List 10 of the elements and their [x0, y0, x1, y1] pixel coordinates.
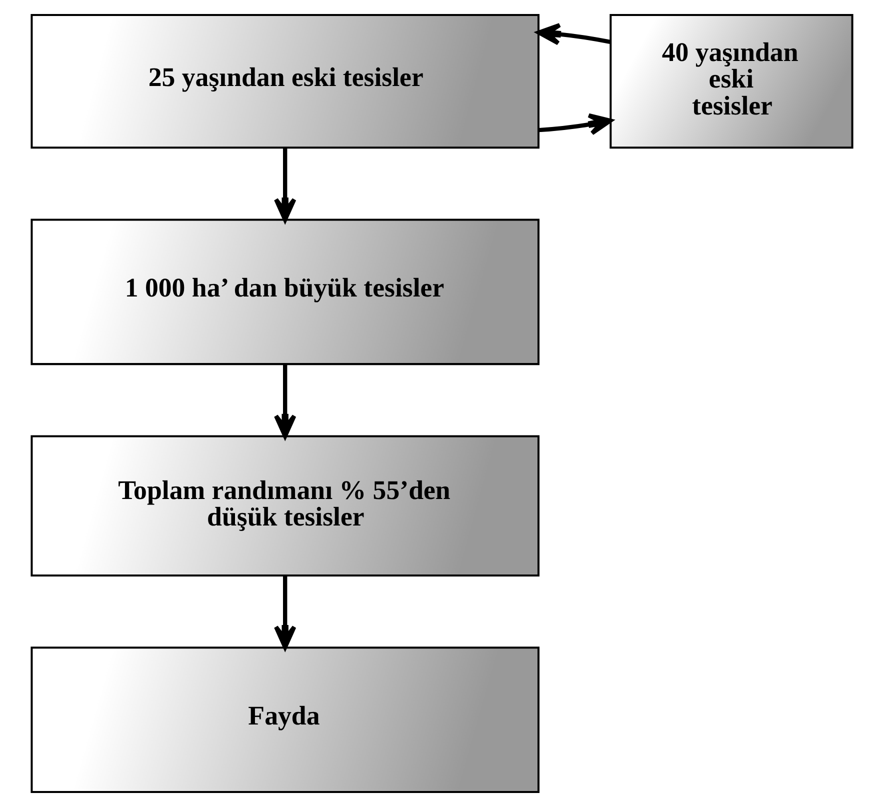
node-box: Fayda [30, 646, 540, 793]
node-box: 1 000 ha’ dan büyük tesisler [30, 218, 540, 366]
arrow [274, 148, 296, 222]
arrow [274, 576, 296, 650]
node-box: 40 yaşından eski tesisler [610, 14, 854, 149]
arrow [274, 364, 296, 438]
node-box: Toplam randımanı % 55’den düşük tesisler [30, 435, 540, 576]
arrow [538, 113, 612, 136]
arrow [536, 23, 611, 46]
node-box: 25 yaşından eski tesisler [30, 14, 540, 149]
